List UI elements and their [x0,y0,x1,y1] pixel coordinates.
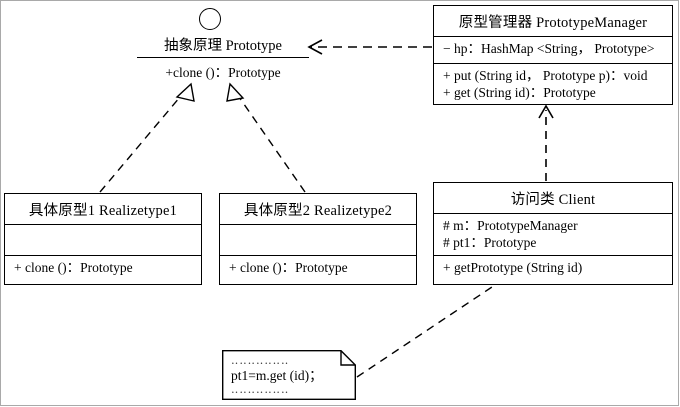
attribute-row: # m：PrototypeManager [443,218,578,233]
operation-row: + getPrototype (String id) [443,260,583,275]
dependency-manager-to-prototype [307,39,432,55]
class-attributes-prototype-manager: − hp：HashMap <String， Prototype> [434,36,672,63]
note-link-to-client [356,286,493,378]
operation-row: + get (String id)：Prototype [443,85,596,100]
class-box-client[interactable]: 访问类 Client # m：PrototypeManager # pt1：Pr… [433,182,673,285]
attribute-row: − hp：HashMap <String， Prototype> [443,41,655,56]
note-ellipsis-bottom: ‥‥‥‥‥‥‥ [231,384,290,396]
class-name-realizetype2: 具体原型2 Realizetype2 [243,202,393,219]
interface-prototype-name: 抽象原理 Prototype [137,34,309,58]
interface-prototype-operation: +clone ()：Prototype [165,65,281,80]
class-operations-prototype-manager: + put (String id， Prototype p)：void + ge… [434,63,672,106]
class-attributes-realizetype1 [5,224,201,255]
operation-row: + clone ()：Prototype [229,260,348,275]
class-box-prototype-manager[interactable]: 原型管理器 PrototypeManager − hp：HashMap <Str… [433,5,673,105]
operation-row: + put (String id， Prototype p)：void [443,68,648,83]
note-shape [222,350,356,400]
note-content: ‥‥‥‥‥‥‥ pt1=m.get (id)； ‥‥‥‥‥‥‥ [231,355,323,396]
class-box-realizetype2[interactable]: 具体原型2 Realizetype2 + clone ()：Prototype [219,193,417,285]
class-operations-realizetype1: + clone ()：Prototype [5,255,201,284]
attribute-row: # pt1：Prototype [443,235,537,250]
operation-row: + clone ()：Prototype [14,260,133,275]
note-box-client-code[interactable]: ‥‥‥‥‥‥‥ pt1=m.get (id)； ‥‥‥‥‥‥‥ [222,350,356,400]
interface-lollipop-icon [199,8,221,30]
class-name-client: 访问类 Client [510,191,596,208]
realization-realizetype1-to-prototype [99,82,195,193]
class-attributes-realizetype2 [220,224,416,255]
interface-prototype[interactable]: 抽象原理 Prototype +clone ()：Prototype [137,34,309,81]
note-code-line: pt1=m.get (id)； [231,368,323,383]
dependency-client-to-manager [538,104,554,181]
class-operations-realizetype2: + clone ()：Prototype [220,255,416,284]
class-operations-client: + getPrototype (String id) [434,255,672,284]
class-box-realizetype1[interactable]: 具体原型1 Realizetype1 + clone ()：Prototype [4,193,202,285]
realization-realizetype2-to-prototype [226,82,306,193]
class-attributes-client: # m：PrototypeManager # pt1：Prototype [434,213,672,255]
class-name-realizetype1: 具体原型1 Realizetype1 [28,202,178,219]
class-name-prototype-manager: 原型管理器 PrototypeManager [458,14,648,31]
note-ellipsis-top: ‥‥‥‥‥‥‥ [231,355,290,367]
